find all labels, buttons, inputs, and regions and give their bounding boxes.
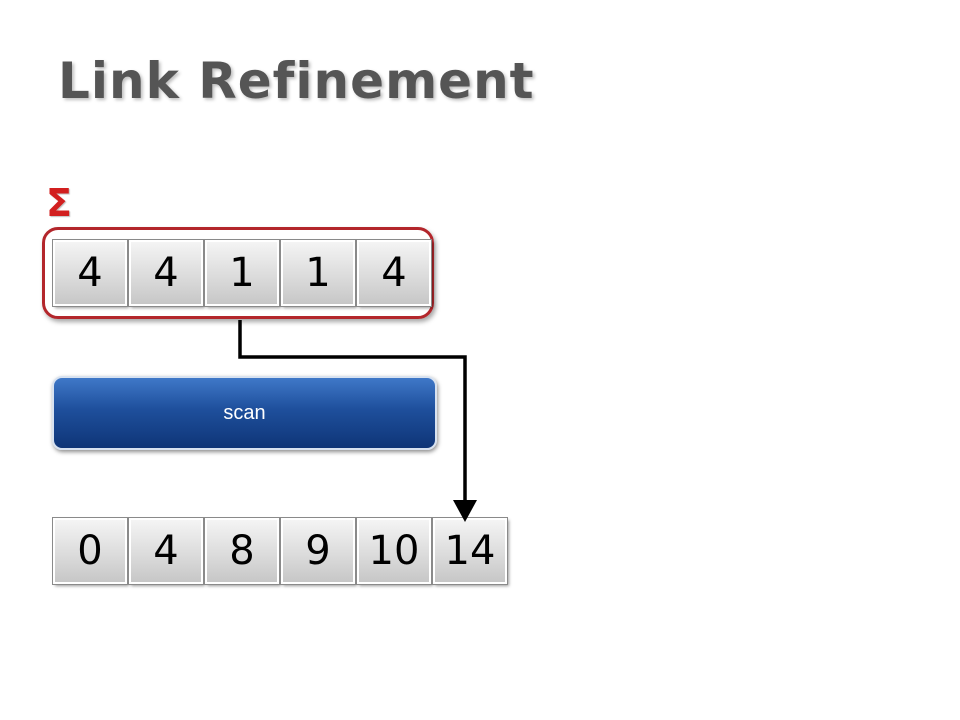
output-cell: 8 <box>204 517 280 585</box>
input-cell: 1 <box>280 239 356 307</box>
input-cell: 4 <box>356 239 432 307</box>
input-cell: 1 <box>204 239 280 307</box>
input-array: 4 4 1 1 4 <box>52 239 433 307</box>
output-cell: 10 <box>356 517 432 585</box>
output-cell: 4 <box>128 517 204 585</box>
input-cell: 4 <box>52 239 128 307</box>
input-cell: 4 <box>128 239 204 307</box>
output-cell: 14 <box>432 517 508 585</box>
output-cell: 9 <box>280 517 356 585</box>
output-cell: 0 <box>52 517 128 585</box>
slide-title: Link Refinement <box>58 52 535 110</box>
output-array: 0 4 8 9 10 14 <box>52 517 509 585</box>
sum-highlight-box <box>42 227 434 319</box>
scan-button[interactable]: scan <box>52 376 437 450</box>
sigma-icon: Σ <box>46 181 72 225</box>
